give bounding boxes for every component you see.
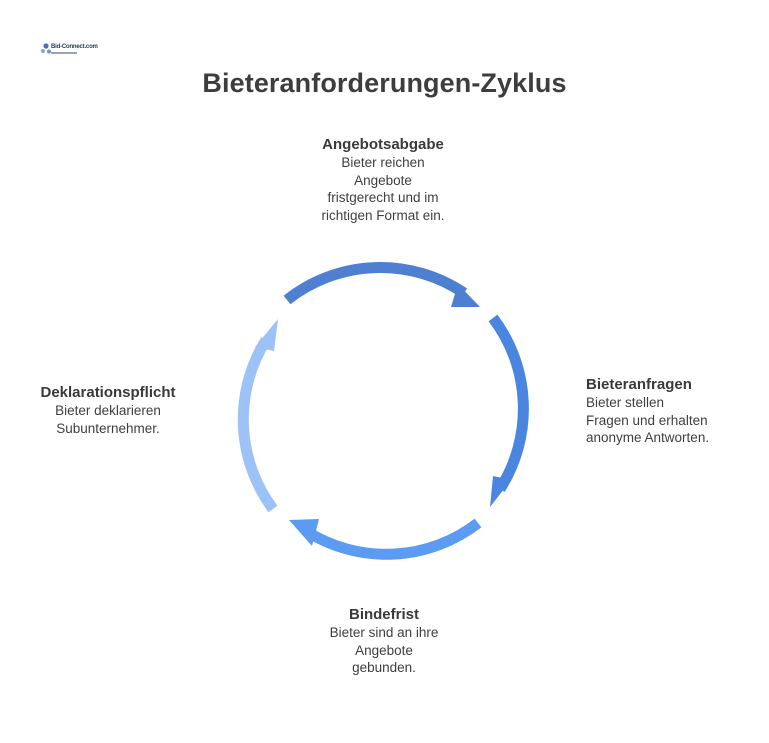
diagram-title: Bieteranforderungen-Zyklus [202,68,567,98]
step-bieteranfragen: Bieteranfragen Bieter stellen Fragen und… [586,376,761,447]
cycle-arrow-bottom [303,518,482,560]
step-description: Bieter sind an ihre Angebote gebunden. [329,625,439,675]
step-heading: Deklarationspflicht [40,384,176,401]
cycle-arrow-left [237,337,278,513]
step-heading: Bindefrist [348,606,419,623]
cycle-arrow-top [283,261,468,305]
cycle-arrowhead-left [255,319,278,351]
step-heading: Bieteranfragen [586,376,692,393]
cycle-arrowhead-bottom [289,519,319,546]
cycle-arrow-right [488,314,529,492]
step-bindefrist: Bindefrist Bieter sind an ihre Angebote … [299,606,469,677]
cycle-arrowhead-top [451,284,480,307]
step-description: Bieter stellen Fragen und erhalten anony… [586,395,710,445]
step-deklarationspflicht: Deklarationspflicht Bieter deklarieren S… [20,384,196,437]
step-description: Bieter deklarieren Subunternehmer. [55,403,161,436]
brand-logo: Bid-Connect.com [40,41,98,59]
logo-text: Bid-Connect.com [51,44,98,50]
logo-tagline-bar [51,52,77,54]
step-angebotsabgabe: Angebotsabgabe Bieter reichen Angebote f… [283,136,483,224]
cycle-arrowhead-right [490,476,511,507]
logo-mark-icon [41,43,51,54]
step-heading: Angebotsabgabe [322,136,444,153]
step-description: Bieter reichen Angebote fristgerecht und… [321,155,445,223]
